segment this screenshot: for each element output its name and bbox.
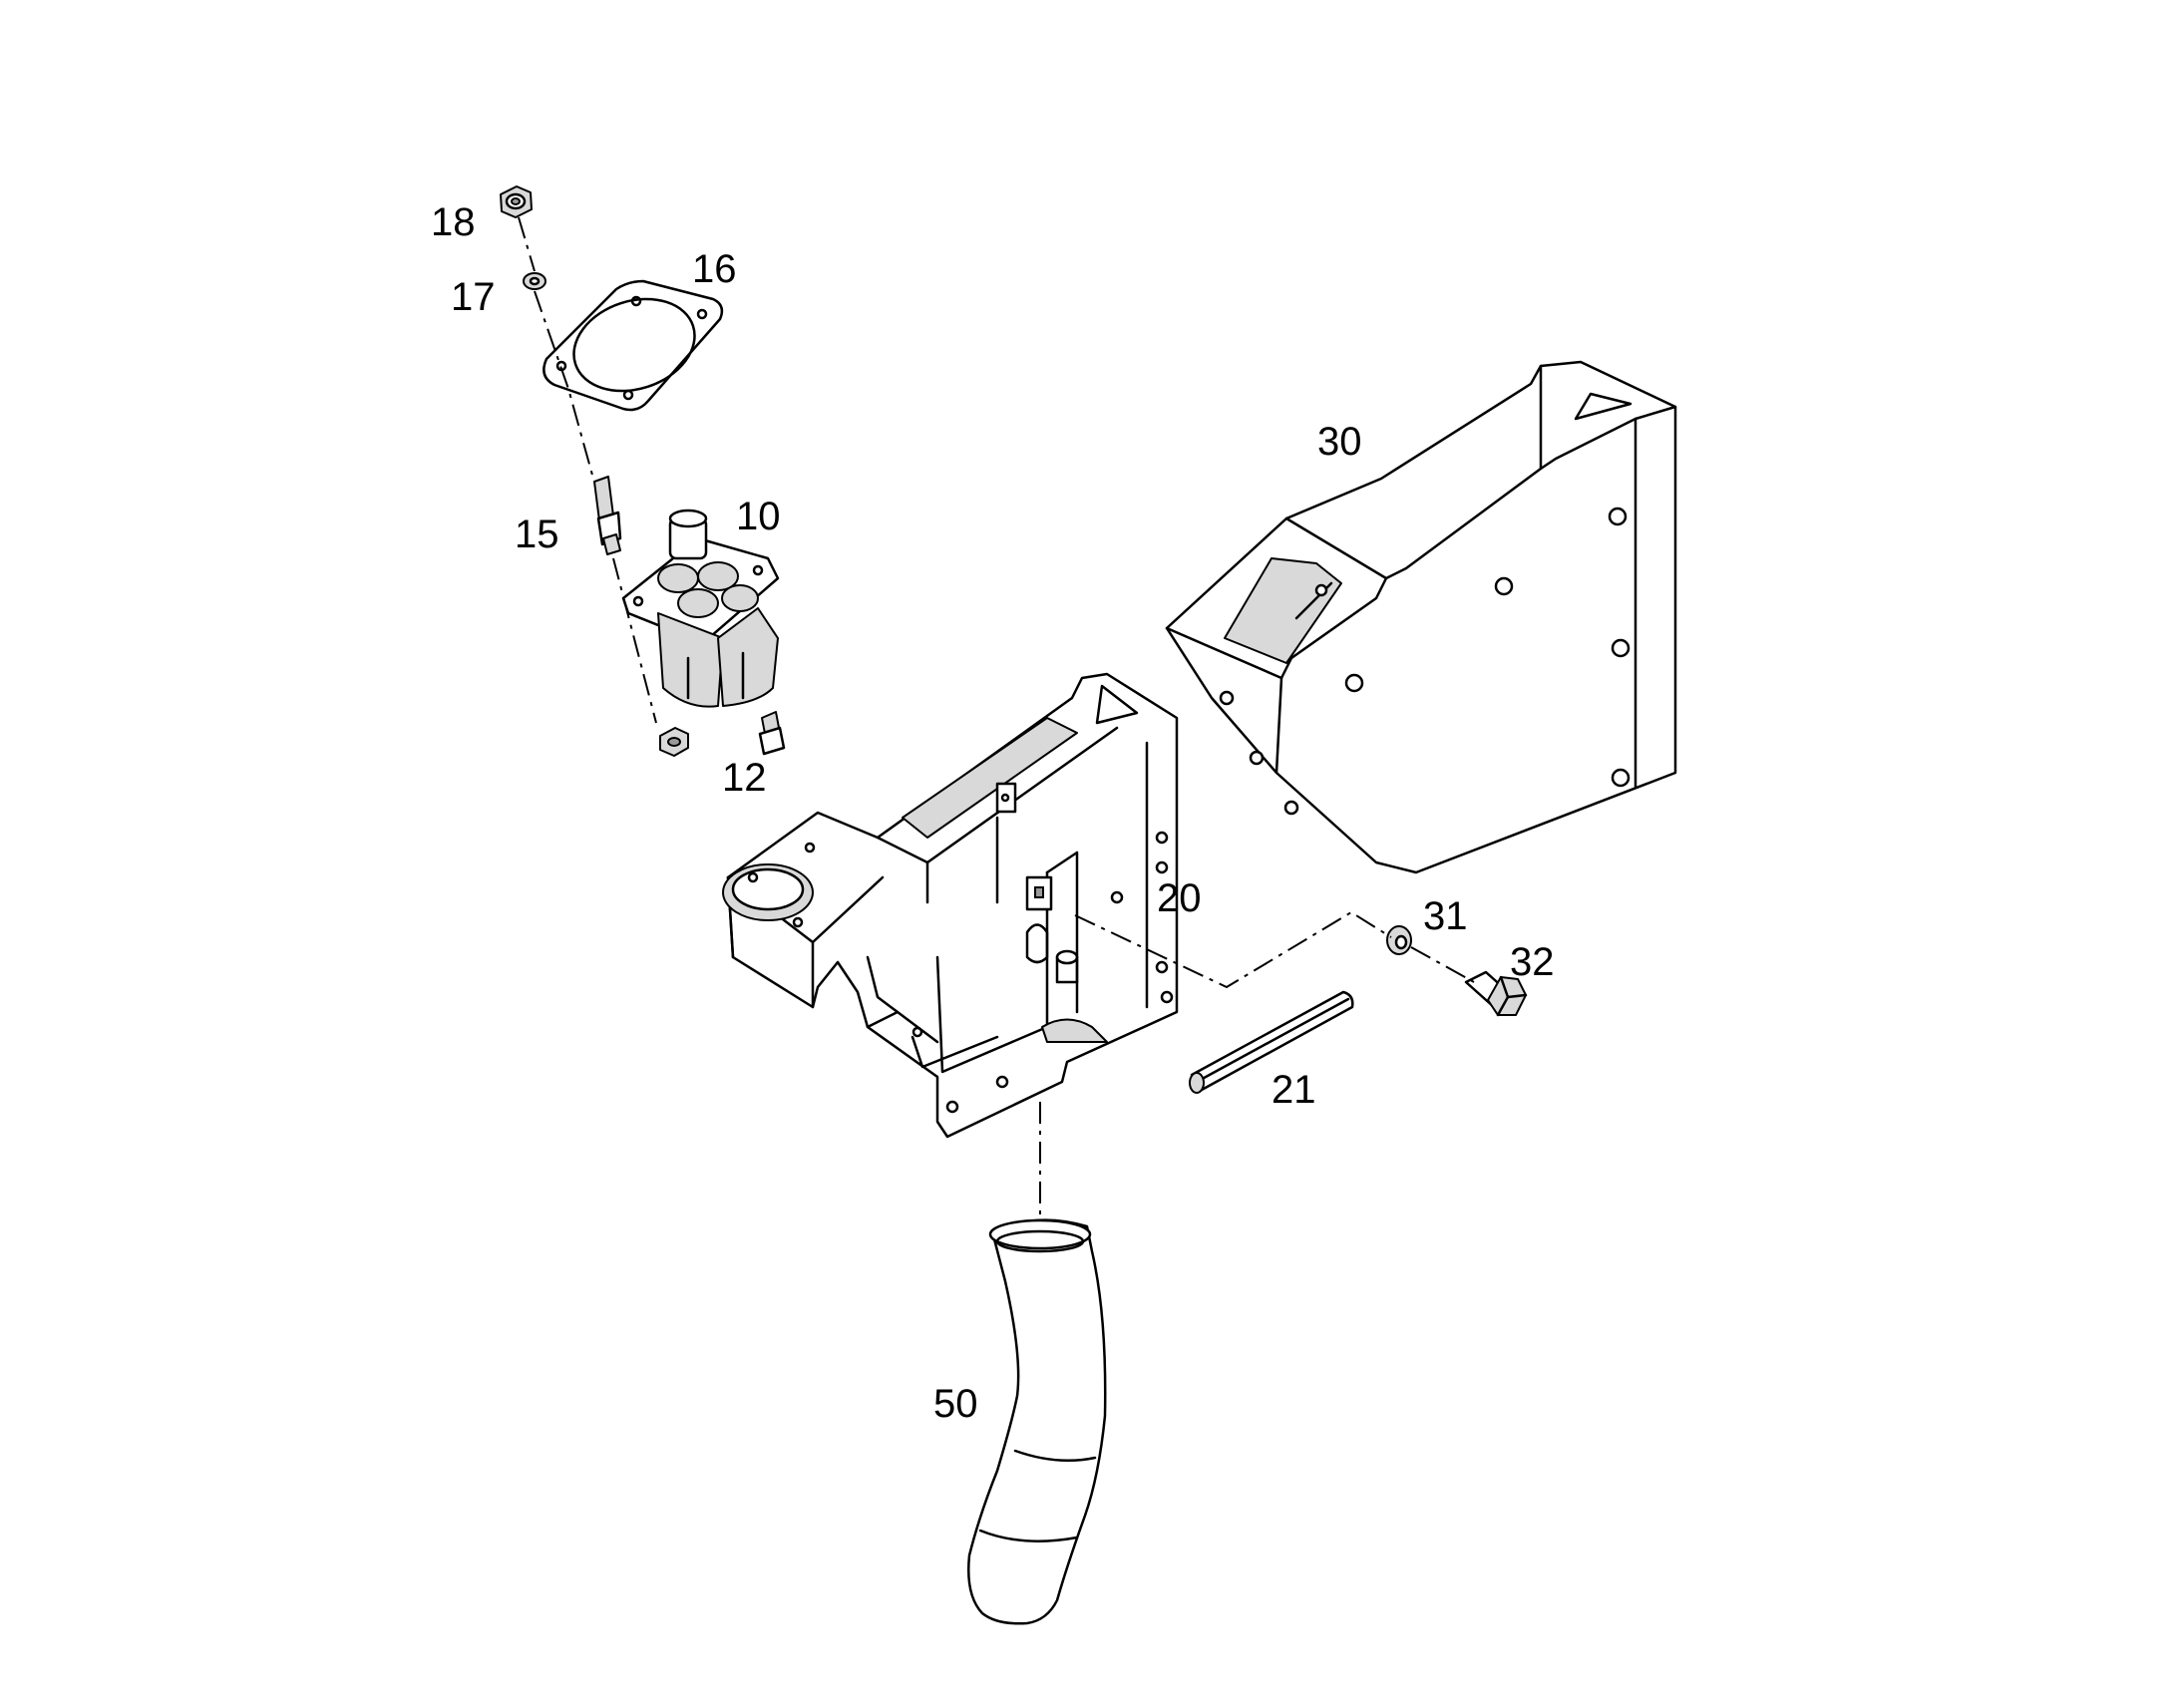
part-18-nut[interactable] [500,185,533,218]
part-17-washer[interactable] [523,272,546,290]
part-31-washer[interactable] [1386,925,1412,955]
part-32-bolt[interactable] [1464,970,1528,1017]
callout-10: 10 [736,495,781,538]
callout-labels: 18 17 16 15 10 12 30 20 31 32 21 50 [431,200,1555,1426]
callout-18: 18 [431,200,476,244]
callout-31: 31 [1423,894,1468,938]
callout-32: 32 [1510,940,1555,984]
part-10-valve[interactable] [621,509,780,708]
part-21-rod[interactable] [1189,990,1354,1094]
callout-21: 21 [1272,1068,1316,1112]
part-50-hose[interactable] [967,1218,1107,1625]
part-12-fitting[interactable] [659,711,786,757]
callout-12: 12 [722,756,767,800]
callout-17: 17 [451,275,496,319]
callout-20: 20 [1157,876,1202,920]
part-16-gasket[interactable] [543,279,724,412]
part-20-frame[interactable] [722,672,1179,1139]
callout-50: 50 [933,1382,978,1426]
callout-15: 15 [515,512,559,556]
part-30-cover[interactable] [1165,360,1677,874]
assembly-lines [518,216,1475,1216]
callout-30: 30 [1317,420,1362,464]
part-15-stud[interactable] [593,476,622,555]
callout-16: 16 [692,247,737,291]
